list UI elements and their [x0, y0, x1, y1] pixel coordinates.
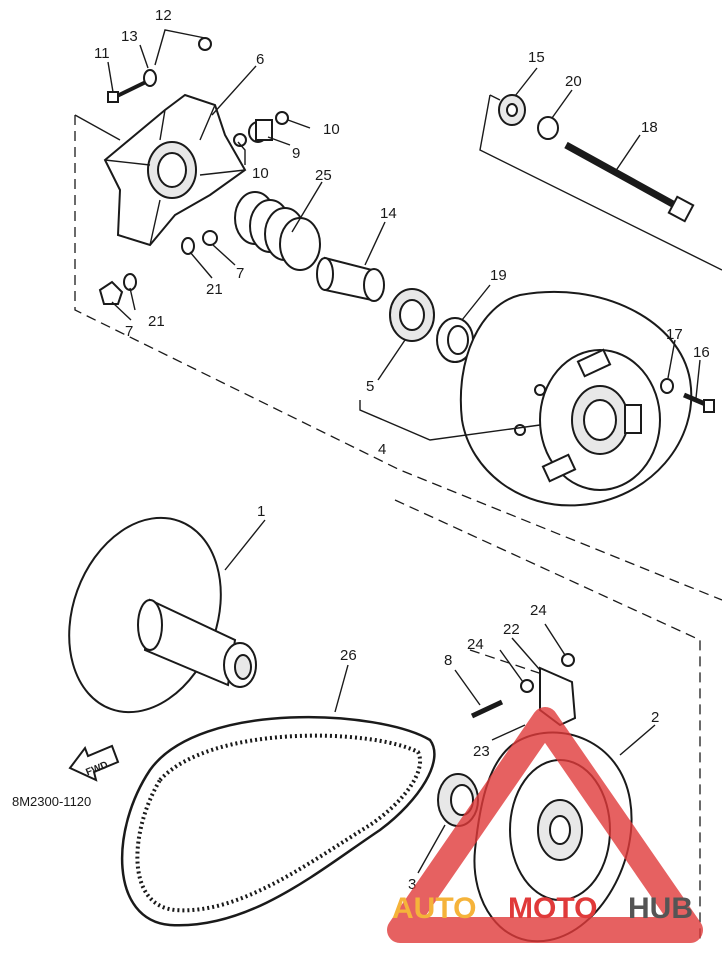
- washer-17: [660, 378, 674, 394]
- callout-7b: 7: [125, 323, 133, 340]
- leader-12: [154, 29, 206, 66]
- callout-8: 8: [444, 652, 452, 669]
- washer-20: [537, 116, 559, 140]
- callout-19: 19: [490, 267, 507, 284]
- callout-21b: 21: [148, 313, 165, 330]
- fixed-sheave-1: [68, 516, 257, 714]
- callout-24b: 24: [530, 602, 547, 619]
- callout-11: 11: [94, 45, 110, 62]
- washer-15: [498, 94, 526, 126]
- callout-18: 18: [641, 119, 658, 136]
- bolt-16: [683, 392, 715, 413]
- pin-8: [470, 699, 504, 719]
- callout-23: 23: [473, 743, 490, 760]
- diagram-code: 8M2300-1120: [12, 794, 91, 809]
- callout-2: 2: [651, 709, 659, 726]
- callout-15: 15: [528, 49, 545, 66]
- washer-12: [198, 37, 212, 51]
- assembly-outline-upper: [74, 94, 722, 601]
- sliding-sheave-4: [459, 290, 693, 507]
- assembly-outline-lower: [394, 499, 701, 940]
- callout-12: 12: [155, 7, 172, 24]
- callout-20: 20: [565, 73, 582, 90]
- bushing-19: [436, 317, 474, 363]
- nut-7: [98, 230, 218, 305]
- callout-5: 5: [366, 378, 374, 395]
- washer-21: [123, 237, 195, 291]
- watermark-text: AUTO MOTO HUB: [392, 892, 693, 925]
- spider-assembly: [103, 93, 247, 247]
- callout-14: 14: [380, 205, 397, 222]
- callout-17: 17: [666, 326, 683, 343]
- callout-24a: 24: [467, 636, 484, 653]
- callout-13: 13: [121, 28, 138, 45]
- callout-7a: 7: [236, 265, 244, 282]
- callout-22: 22: [503, 621, 520, 638]
- callout-10b: 10: [252, 165, 269, 182]
- watermark-auto: AUTO: [392, 892, 476, 925]
- callout-21a: 21: [206, 281, 223, 298]
- v-belt-26: [120, 715, 436, 927]
- callout-10a: 10: [323, 121, 340, 138]
- fwd-arrow: [68, 744, 120, 782]
- callout-4: 4: [378, 441, 386, 458]
- washer-24: [520, 653, 575, 693]
- roller-9: [248, 119, 273, 143]
- washer-13: [143, 69, 157, 87]
- callout-1: 1: [257, 503, 265, 520]
- leader-lines: [107, 44, 701, 874]
- spring-25: [234, 191, 321, 271]
- bolt-11: [107, 78, 151, 103]
- callout-3: 3: [408, 876, 416, 893]
- callout-9: 9: [292, 145, 300, 162]
- callout-25: 25: [315, 167, 332, 184]
- washer-10: [233, 111, 289, 147]
- bolt-18: [564, 141, 695, 223]
- callout-26: 26: [340, 647, 357, 664]
- callout-6: 6: [256, 51, 264, 68]
- watermark-hub: HUB: [628, 892, 693, 925]
- callout-16: 16: [693, 344, 710, 361]
- callouts: 1 2 3 4 5 6 7 7 8 9 10 10 11 12 13 14 15…: [12, 7, 710, 893]
- collar-14: [316, 256, 385, 302]
- watermark-logo: [387, 707, 703, 943]
- watermark-moto: MOTO: [508, 892, 597, 925]
- bearing-5: [389, 288, 435, 342]
